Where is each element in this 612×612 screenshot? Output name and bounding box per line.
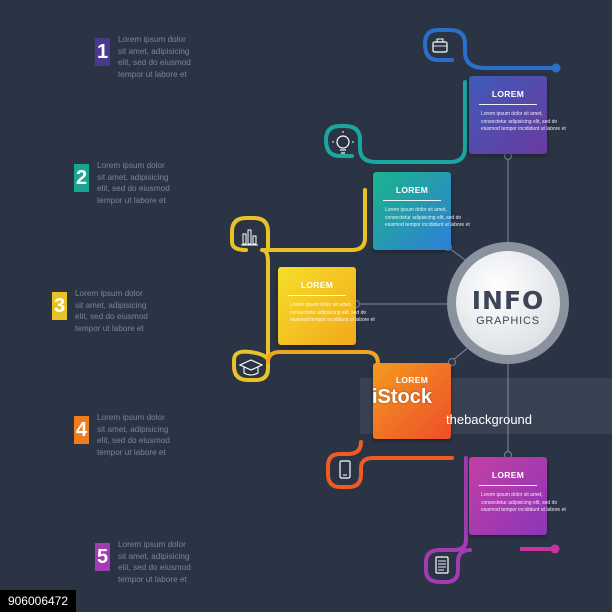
document-icon xyxy=(435,556,449,574)
card-5: LOREM Lorem ipsum dolor sit amet,consect… xyxy=(469,457,566,535)
branch-5-line xyxy=(424,456,472,584)
bar-chart-icon xyxy=(241,229,258,246)
card-4-title: LOREM xyxy=(395,375,429,385)
card-5-rule xyxy=(479,485,537,486)
watermark-brand: iStock xyxy=(372,386,433,408)
card-3-body: Lorem ipsum dolor sit amet,consectetur a… xyxy=(290,302,375,323)
center-circle xyxy=(447,242,569,364)
lightbulb-icon xyxy=(332,131,354,154)
card-1-body: Lorem ipsum dolor sit amet,consectetur a… xyxy=(481,111,566,132)
item-3-number: 3 xyxy=(52,292,67,320)
branch-4-line xyxy=(326,440,454,489)
branch-1-line xyxy=(422,28,558,70)
info-title: INFO xyxy=(471,286,545,315)
card-4: LOREM xyxy=(373,363,451,439)
card-2: LOREM Lorem ipsum dolor sit amet,consect… xyxy=(373,172,470,250)
item-2-number: 2 xyxy=(74,164,89,192)
info-subtitle: GRAPHICS xyxy=(476,315,540,327)
card-3-rule xyxy=(288,295,346,296)
stock-id-label: 906006472 xyxy=(0,590,76,612)
branch-2-line xyxy=(323,80,467,164)
card-5-body: Lorem ipsum dolor sit amet,consectetur a… xyxy=(481,492,566,513)
smartphone-icon xyxy=(339,460,351,479)
graduation-cap-icon xyxy=(238,359,264,376)
watermark-credit: thebackground xyxy=(446,412,533,427)
card-2-rule xyxy=(383,200,441,201)
branch-3-line xyxy=(230,188,367,382)
card-1: LOREM Lorem ipsum dolor sit amet,consect… xyxy=(469,76,566,154)
item-1-number: 1 xyxy=(95,38,110,66)
card-2-body: Lorem ipsum dolor sit amet,consectetur a… xyxy=(385,207,470,228)
branch-3b-line xyxy=(266,350,380,366)
card-1-rule xyxy=(479,104,537,105)
briefcase-icon xyxy=(430,36,450,56)
card-1-title: LOREM xyxy=(491,89,525,99)
card-2-title: LOREM xyxy=(395,185,429,195)
card-3-title: LOREM xyxy=(300,280,334,290)
card-5-title: LOREM xyxy=(491,470,525,480)
connector-lines xyxy=(351,151,513,460)
item-5-number: 5 xyxy=(95,543,110,571)
card-3: LOREM Lorem ipsum dolor sit amet,consect… xyxy=(278,267,375,345)
item-4-number: 4 xyxy=(74,416,89,444)
